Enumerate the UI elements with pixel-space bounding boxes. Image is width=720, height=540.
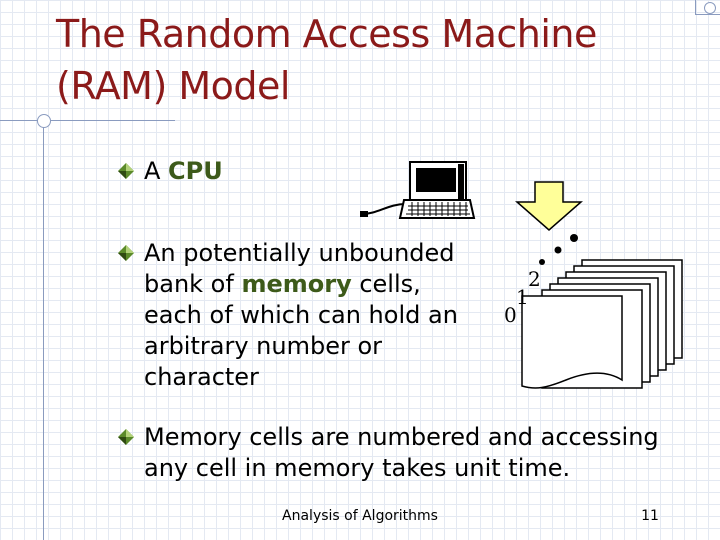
title-line-1: The Random Access Machine bbox=[56, 12, 597, 56]
bullet-cpu-bold: CPU bbox=[168, 157, 223, 185]
deco-corner-dot bbox=[704, 2, 716, 14]
memory-cell-label-0: 0 bbox=[504, 303, 517, 327]
memory-cell-label-2: 2 bbox=[528, 267, 541, 291]
bullet-memory: An potentially unbounded bank of memory … bbox=[118, 238, 479, 393]
bullet-access: Memory cells are numbered and accessing … bbox=[118, 422, 684, 484]
bullet-memory-bold: memory bbox=[241, 270, 352, 298]
page-number: 11 bbox=[641, 508, 659, 524]
memory-stack-icon: 0 1 2 bbox=[504, 234, 683, 389]
deco-rule-vertical bbox=[43, 118, 44, 540]
deco-rule-horizontal bbox=[0, 120, 175, 121]
slide-title: The Random Access Machine (RAM) Model bbox=[56, 8, 696, 112]
title-line-2: (RAM) Model bbox=[56, 64, 290, 108]
deco-corner-top-right bbox=[695, 0, 720, 15]
diamond-bullet-icon bbox=[118, 245, 134, 261]
bullet-memory-part2: cells, each of which can hold an arbitra… bbox=[144, 270, 458, 391]
computer-icon bbox=[360, 161, 476, 219]
diamond-bullet-icon bbox=[118, 163, 134, 179]
diamond-bullet-icon bbox=[118, 429, 134, 445]
bullet-cpu-prefix: A bbox=[144, 157, 169, 185]
memory-cell-label-1: 1 bbox=[516, 285, 529, 309]
bullet-access-text: Memory cells are numbered and accessing … bbox=[144, 423, 659, 482]
footer-title: Analysis of Algorithms bbox=[282, 508, 438, 524]
down-arrow-icon bbox=[515, 181, 583, 231]
deco-circle-icon bbox=[37, 114, 51, 128]
bullet-cpu: A CPU bbox=[118, 156, 223, 187]
bullet-memory-part1: An potentially unbounded bank of bbox=[144, 239, 455, 298]
